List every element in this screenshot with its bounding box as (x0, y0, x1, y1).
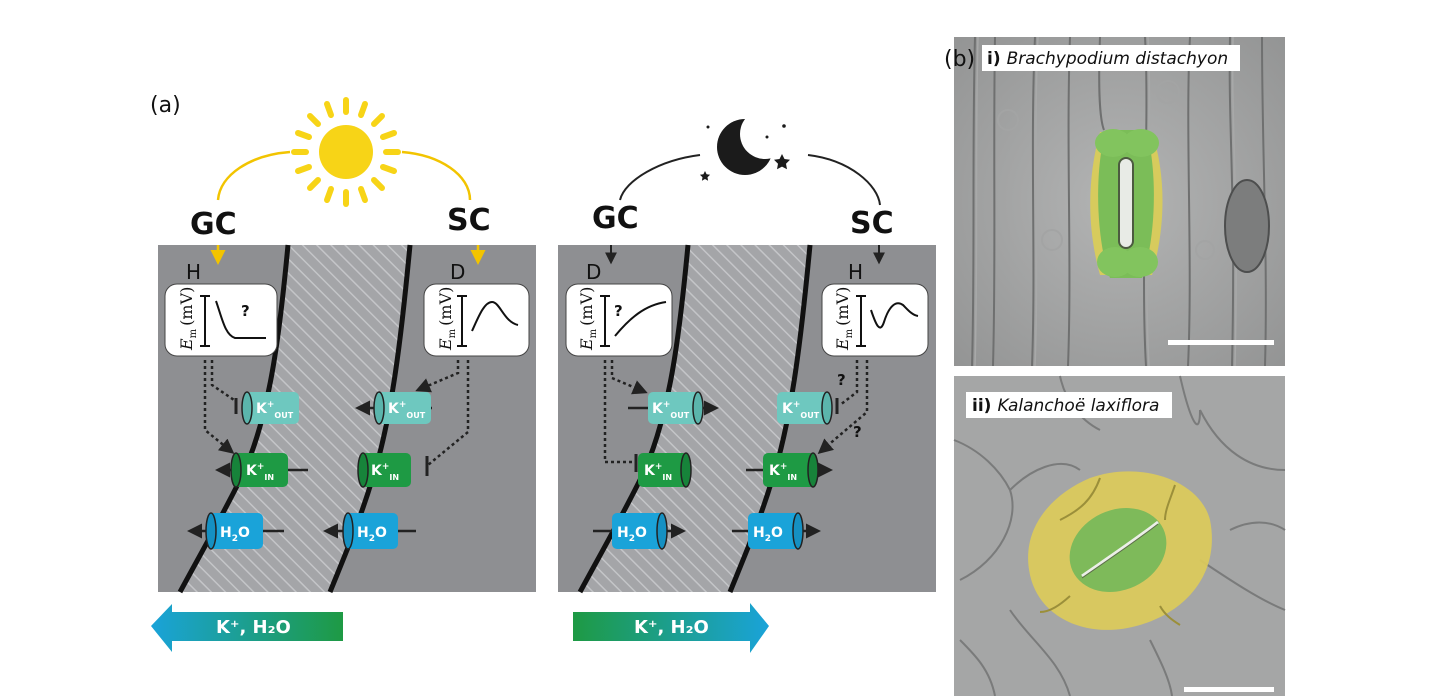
night-sc-kin-channel: K+IN (746, 452, 833, 488)
night-gc-regulation-lines (603, 360, 648, 464)
day-sc-kout-channel: K+OUT (355, 391, 432, 425)
svg-text:K+IN: K+IN (769, 462, 797, 482)
night-gc-kout-channel: K+OUT (628, 391, 719, 425)
photo-i-scale-bar (1168, 340, 1274, 345)
panel-b-label: (b) (944, 47, 975, 72)
svg-text:K+OUT: K+OUT (256, 400, 294, 420)
night-flux-label: K⁺, H₂O (634, 617, 709, 638)
night-sc-water-channel: H2O (732, 512, 821, 550)
svg-text:H2O: H2O (753, 525, 783, 544)
day-gc-em-axis: Em(mV) (177, 287, 199, 351)
day-sc-kin-channel: K+IN (357, 452, 411, 488)
day-sc-em-axis: Em(mV) (436, 287, 458, 351)
day-gc-regulation-lines (203, 360, 235, 454)
svg-text:K+OUT: K+OUT (652, 400, 690, 420)
day-gc-question: ? (241, 302, 250, 320)
night-moon-to-gc-line (619, 154, 701, 201)
night-sc-em-plot: Em(mV) (821, 283, 929, 357)
day-gc-state: H (186, 260, 201, 284)
night-sc-state: H (848, 260, 863, 284)
day-sc-water-channel: H2O (323, 512, 416, 550)
night-sc-label: SC (850, 206, 894, 241)
night-gc-kin-channel: K+IN (638, 452, 692, 488)
svg-text:K+OUT: K+OUT (388, 400, 426, 420)
night-gc-label: GC (592, 201, 639, 236)
photo-ii-scale-bar (1184, 687, 1274, 692)
night-moon-icon (699, 109, 790, 181)
day-gc-water-channel: H2O (187, 512, 284, 550)
night-gc-question: ? (614, 302, 623, 320)
night-sc-kout-channel: K+OUT (777, 391, 833, 425)
svg-text:K+IN: K+IN (371, 462, 399, 482)
day-gc-kout-channel: K+OUT (241, 391, 299, 425)
day-sc-state: D (450, 260, 465, 284)
day-sun (291, 97, 401, 207)
night-sc-em-axis: Em(mV) (833, 287, 855, 351)
night-gc-em-plot: ? Em(mV) (565, 283, 673, 357)
day-sc-regulation-lines (415, 360, 470, 466)
night-flux-arrow: K⁺, H₂O (573, 603, 769, 653)
day-gc-kin-channel: K+IN (215, 452, 308, 488)
day-sun-to-gc-line (216, 150, 291, 201)
day-gc-label: GC (190, 207, 237, 242)
svg-text:K+IN: K+IN (644, 462, 672, 482)
night-sc-question-2: ? (853, 423, 862, 441)
night-moon-to-sc-line (807, 154, 881, 206)
night-gc-water-channel: H2O (593, 512, 686, 550)
night-gc-state: D (586, 260, 601, 284)
night-gc-em-axis: Em(mV) (577, 287, 599, 351)
photo-i-caption: i)Brachypodium distachyon (987, 49, 1228, 69)
svg-text:K+IN: K+IN (246, 462, 274, 482)
day-sun-to-sc-line (401, 150, 472, 201)
photo-kalanchoe (953, 375, 1286, 696)
day-sc-em-plot: Em(mV) (423, 283, 530, 357)
panel-a-label: (a) (150, 93, 181, 118)
day-flux-label: K⁺, H₂O (216, 617, 291, 638)
night-sc-regulation-lines (817, 360, 869, 454)
svg-text:H2O: H2O (357, 525, 387, 544)
photo-ii-caption: ii)Kalanchoë laxiflora (972, 396, 1159, 416)
day-sc-label: SC (447, 203, 491, 238)
day-flux-arrow: K⁺, H₂O (151, 604, 343, 652)
svg-text:K+OUT: K+OUT (782, 400, 820, 420)
night-sc-question-1: ? (837, 371, 846, 389)
svg-text:H2O: H2O (617, 525, 647, 544)
photo-brachypodium (954, 36, 1285, 367)
svg-text:H2O: H2O (220, 525, 250, 544)
day-gc-em-plot: ? Em(mV) (164, 283, 278, 357)
